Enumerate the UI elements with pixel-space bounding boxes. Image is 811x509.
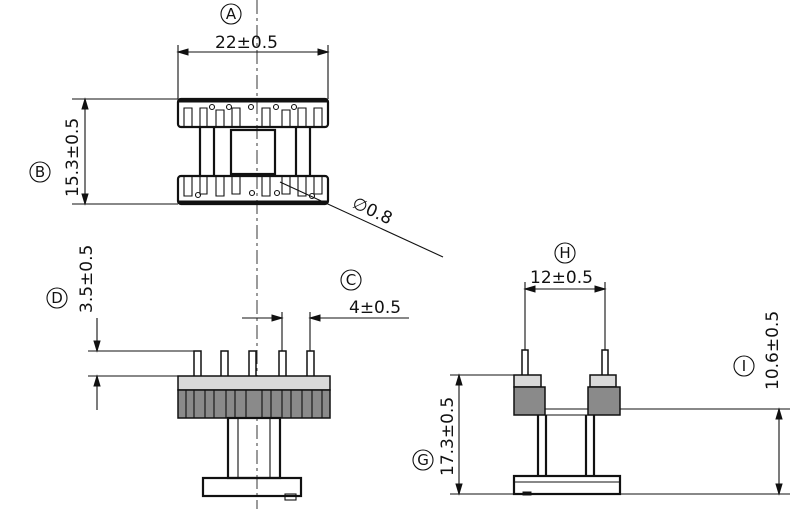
- dimension-h-text: 12±0.5: [530, 268, 593, 288]
- label-b: B: [35, 163, 45, 181]
- side-view: H 12±0.5 G 17.3±0.5 I 10.6±0.5: [412, 242, 790, 496]
- dimension-c: C 4±0.5: [242, 269, 409, 351]
- label-i: I: [742, 357, 746, 375]
- pin-flange: [177, 375, 331, 419]
- side-upper-flange: [513, 374, 621, 416]
- side-body: [536, 415, 596, 476]
- label-h-marker: [554, 242, 576, 264]
- label-a-marker: [220, 3, 242, 25]
- top-flange: [176, 97, 330, 129]
- diameter-leader: ∅0.8: [279, 181, 444, 258]
- dimension-a: A 22±0.5: [176, 3, 330, 99]
- dimension-i-text: 10.6±0.5: [763, 311, 783, 390]
- label-d: D: [51, 289, 63, 307]
- dimension-d-text: 3.5±0.5: [77, 245, 97, 313]
- dimension-b-text: 15.3±0.5: [63, 118, 83, 197]
- label-b-marker: [29, 161, 51, 183]
- dimension-d: D 3.5±0.5: [46, 245, 194, 410]
- dimension-g: G 17.3±0.5: [412, 373, 514, 496]
- dimension-b: B 15.3±0.5: [29, 97, 178, 206]
- label-i-marker: [733, 355, 755, 377]
- label-d-marker: [46, 287, 68, 309]
- dimension-c-text: 4±0.5: [349, 298, 401, 318]
- side-bottom-flange: [512, 474, 622, 496]
- dimension-h: H 12±0.5: [523, 242, 607, 350]
- label-c-marker: [340, 269, 362, 291]
- dimension-a-text: 22±0.5: [215, 33, 278, 53]
- dimension-i: I 10.6±0.5: [620, 311, 790, 496]
- label-a: A: [226, 5, 237, 23]
- label-c: C: [346, 271, 356, 289]
- dimension-g-text: 17.3±0.5: [438, 397, 458, 476]
- label-g-marker: [412, 449, 434, 471]
- label-g: G: [417, 451, 429, 469]
- core-body: [198, 127, 312, 176]
- front-body: [201, 416, 303, 501]
- label-h: H: [559, 244, 570, 262]
- bottom-flange: [176, 174, 330, 206]
- front-view: C 4±0.5 D 3.5±0.5: [46, 245, 409, 501]
